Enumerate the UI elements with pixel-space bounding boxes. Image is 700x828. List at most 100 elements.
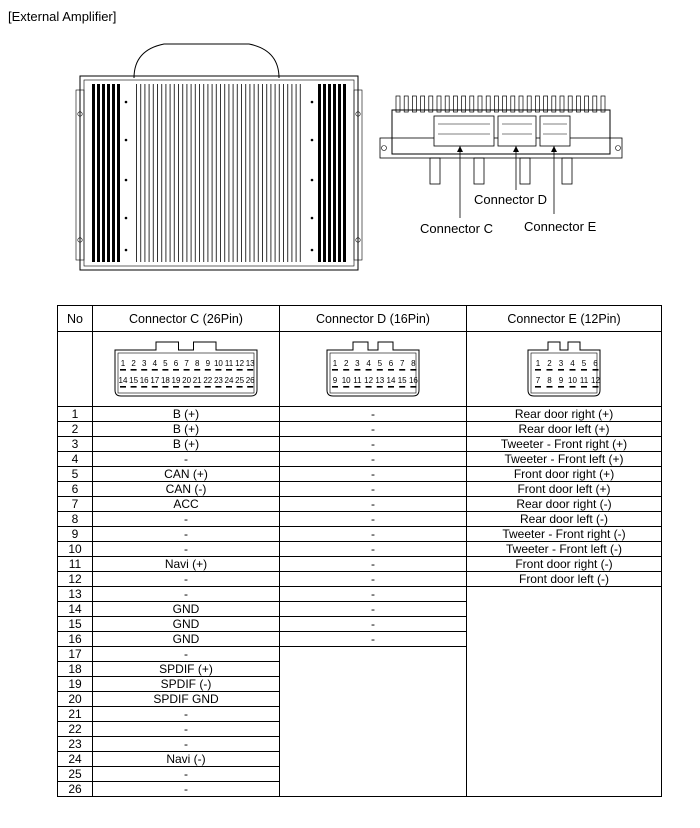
connector-c-signal: CAN (-) xyxy=(92,481,280,497)
connector-c-signal: Navi (+) xyxy=(92,556,280,572)
table-row: 26- xyxy=(57,781,662,797)
pin-label: 1 xyxy=(333,359,338,368)
connector-c-signal: - xyxy=(92,526,280,542)
pin-number: 16 xyxy=(57,631,93,647)
pin-label: 15 xyxy=(398,376,407,385)
connector-d-signal: - xyxy=(279,526,467,542)
amplifier-front-view xyxy=(75,43,363,271)
pin-label: 11 xyxy=(225,359,234,368)
pin-label: 11 xyxy=(353,376,362,385)
pin-label: 13 xyxy=(246,359,255,368)
pin-number: 14 xyxy=(57,601,93,617)
connector-d-empty-cell xyxy=(279,646,467,797)
pin-label: 6 xyxy=(593,359,598,368)
pin-label: 10 xyxy=(342,376,351,385)
pin-label: 3 xyxy=(559,359,564,368)
pin-label: 4 xyxy=(570,359,575,368)
pin-label: 11 xyxy=(580,376,589,385)
pin-label: 24 xyxy=(225,376,234,385)
table-row: 9--Tweeter - Front right (-) xyxy=(57,526,662,542)
connector-e-signal: Tweeter - Front right (+) xyxy=(466,436,662,452)
header-connector-c: Connector C (26Pin) xyxy=(92,305,280,332)
connector-e-signal: Front door left (+) xyxy=(466,481,662,497)
table-row: 12--Front door left (-) xyxy=(57,571,662,587)
connector-d-signal: - xyxy=(279,481,467,497)
connector-e-signal: Tweeter - Front left (-) xyxy=(466,541,662,557)
pin-label: 2 xyxy=(131,359,136,368)
connector-c-signal: CAN (+) xyxy=(92,466,280,482)
pin-number: 6 xyxy=(57,481,93,497)
pin-label: 14 xyxy=(387,376,396,385)
pin-label: 8 xyxy=(195,359,200,368)
pin-label: 16 xyxy=(140,376,149,385)
pin-label: 6 xyxy=(389,359,394,368)
pin-label: 1 xyxy=(121,359,126,368)
pin-number: 20 xyxy=(57,691,93,707)
pin-number: 17 xyxy=(57,646,93,662)
pin-number: 9 xyxy=(57,526,93,542)
pin-number: 7 xyxy=(57,496,93,512)
pin-label: 2 xyxy=(344,359,349,368)
connector-e-signal: Rear door right (-) xyxy=(466,496,662,512)
pin-label: 1 xyxy=(536,359,541,368)
pin-label: 15 xyxy=(129,376,138,385)
pin-number: 1 xyxy=(57,406,93,422)
connector-d-signal: - xyxy=(279,616,467,632)
connector-c-signal: - xyxy=(92,511,280,527)
pin-label: 20 xyxy=(182,376,191,385)
pin-label: 7 xyxy=(400,359,405,368)
pin-label: 26 xyxy=(246,376,255,385)
pin-number: 2 xyxy=(57,421,93,437)
pinout-table: No Connector C (26Pin) Connector D (16Pi… xyxy=(57,305,662,797)
pin-number: 18 xyxy=(57,661,93,677)
connector-c-signal: GND xyxy=(92,601,280,617)
connector-c-signal: B (+) xyxy=(92,421,280,437)
pin-label: 14 xyxy=(119,376,128,385)
pin-label: 9 xyxy=(559,376,564,385)
pin-label: 25 xyxy=(235,376,244,385)
pin-number: 23 xyxy=(57,736,93,752)
pin-label: 5 xyxy=(163,359,168,368)
connector-e-signal: Front door right (+) xyxy=(466,466,662,482)
connector-c-signal: - xyxy=(92,736,280,752)
connector-e-shape xyxy=(539,115,571,147)
table-row: 4--Tweeter - Front left (+) xyxy=(57,451,662,467)
connector-e-signal: Front door right (-) xyxy=(466,556,662,572)
connector-d-signal: - xyxy=(279,571,467,587)
pin-number: 4 xyxy=(57,451,93,467)
pin-label: 23 xyxy=(214,376,223,385)
pin-number: 12 xyxy=(57,571,93,587)
connector-d-signal: - xyxy=(279,466,467,482)
connector-d-signal: - xyxy=(279,556,467,572)
pin-label: 9 xyxy=(206,359,211,368)
connector-d-signal: - xyxy=(279,631,467,647)
pin-label: 12 xyxy=(235,359,244,368)
pin-number: 19 xyxy=(57,676,93,692)
pin-number: 8 xyxy=(57,511,93,527)
connector-d-signal: - xyxy=(279,451,467,467)
pin-number: 24 xyxy=(57,751,93,767)
connector-e-signal: Rear door right (+) xyxy=(466,406,662,422)
pin-label: 13 xyxy=(375,376,384,385)
page-title: [External Amplifier] xyxy=(8,9,117,24)
pin-label: 6 xyxy=(174,359,179,368)
connector-c-signal: ACC xyxy=(92,496,280,512)
pin-label: 18 xyxy=(161,376,170,385)
connector-d-shape xyxy=(497,115,537,147)
pin-number: 21 xyxy=(57,706,93,722)
pin-label: 8 xyxy=(411,359,416,368)
face-no-cell xyxy=(57,331,93,407)
connector-c-signal: - xyxy=(92,706,280,722)
connector-d-signal: - xyxy=(279,586,467,602)
connector-e-signal: Front door left (-) xyxy=(466,571,662,587)
pin-label: 4 xyxy=(366,359,371,368)
